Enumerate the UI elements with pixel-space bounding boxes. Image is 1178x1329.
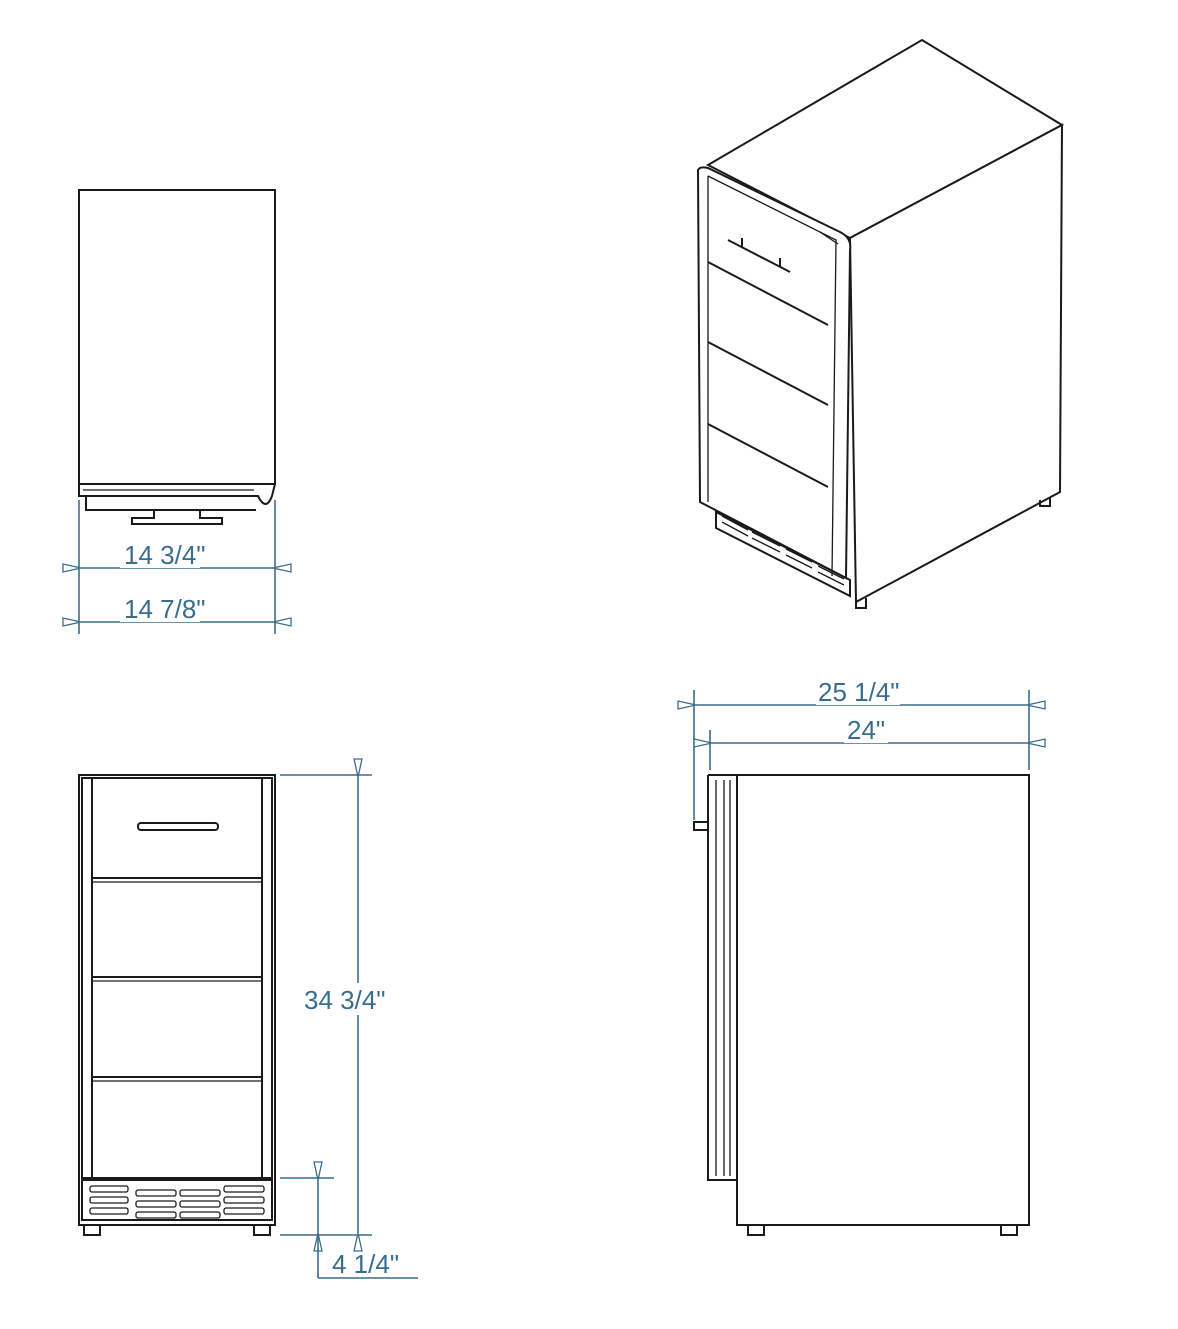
top-view-door (85, 496, 256, 511)
front-kick-plate (81, 1179, 273, 1221)
height-label: 34 3/4" (304, 985, 386, 1015)
kick-height-label: 4 1/4" (332, 1249, 399, 1279)
side-view-dimensions: 25 1/4" 24" (677, 677, 1046, 820)
side-view (693, 774, 1030, 1236)
top-view-dimensions: 14 3/4" 14 7/8" (62, 500, 292, 634)
front-view-cabinet (78, 774, 276, 1226)
front-foot-left (83, 1224, 101, 1236)
iso-cabinet-side (848, 123, 1064, 604)
front-view-dimensions: 34 3/4" 4 1/4" (280, 758, 418, 1279)
depth-overall-label: 25 1/4" (818, 677, 900, 707)
top-view-door-edge (78, 483, 276, 505)
top-view-handle (131, 510, 223, 525)
side-view-handle (693, 821, 709, 831)
top-view-cabinet (78, 189, 276, 485)
width-outer-label: 14 7/8" (124, 594, 206, 624)
front-right-frame (261, 777, 273, 1179)
isometric-view (696, 38, 1065, 609)
front-view (78, 774, 276, 1236)
side-foot-rear (1000, 1224, 1018, 1236)
iso-foot (855, 598, 867, 609)
iso-grille (715, 510, 851, 598)
width-inner-label: 14 3/4" (124, 540, 206, 570)
side-view-cabinet (736, 774, 1030, 1226)
front-foot-right (253, 1224, 271, 1236)
side-view-door (707, 775, 737, 1181)
top-view (78, 189, 276, 525)
iso-drawer-line-2 (707, 341, 829, 406)
side-foot-front (747, 1224, 765, 1236)
iso-drawer-line-3 (707, 423, 829, 488)
front-left-frame (81, 777, 93, 1179)
iso-drawer-line-1 (707, 261, 829, 326)
front-handle (137, 822, 219, 831)
iso-door (696, 166, 852, 580)
depth-cabinet-label: 24" (847, 715, 885, 745)
front-grille (89, 1185, 265, 1219)
